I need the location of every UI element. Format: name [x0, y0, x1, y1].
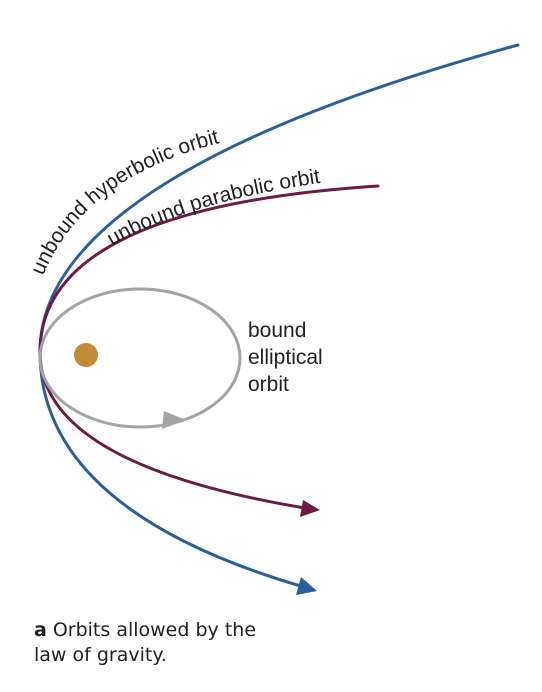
- parabolic-orbit-arrowhead: [300, 500, 320, 517]
- elliptical-orbit-arrowhead: [162, 411, 186, 429]
- caption-text-line1: Orbits allowed by the: [52, 619, 257, 641]
- central-mass: [74, 343, 98, 367]
- caption-letter: a: [34, 619, 47, 641]
- hyperbolic-orbit-arrowhead: [296, 577, 317, 595]
- caption-text-line2: law of gravity.: [34, 644, 167, 666]
- orbits-diagram: unbound hyperbolic orbit unbound parabol…: [26, 43, 520, 595]
- hyperbolic-orbit-curve: [38, 43, 520, 589]
- elliptical-orbit-label-line1: bound: [248, 319, 306, 342]
- elliptical-orbit-curve: [38, 287, 242, 429]
- elliptical-orbit-label-line2: elliptical: [248, 346, 323, 369]
- elliptical-orbit-label-line3: orbit: [248, 373, 289, 396]
